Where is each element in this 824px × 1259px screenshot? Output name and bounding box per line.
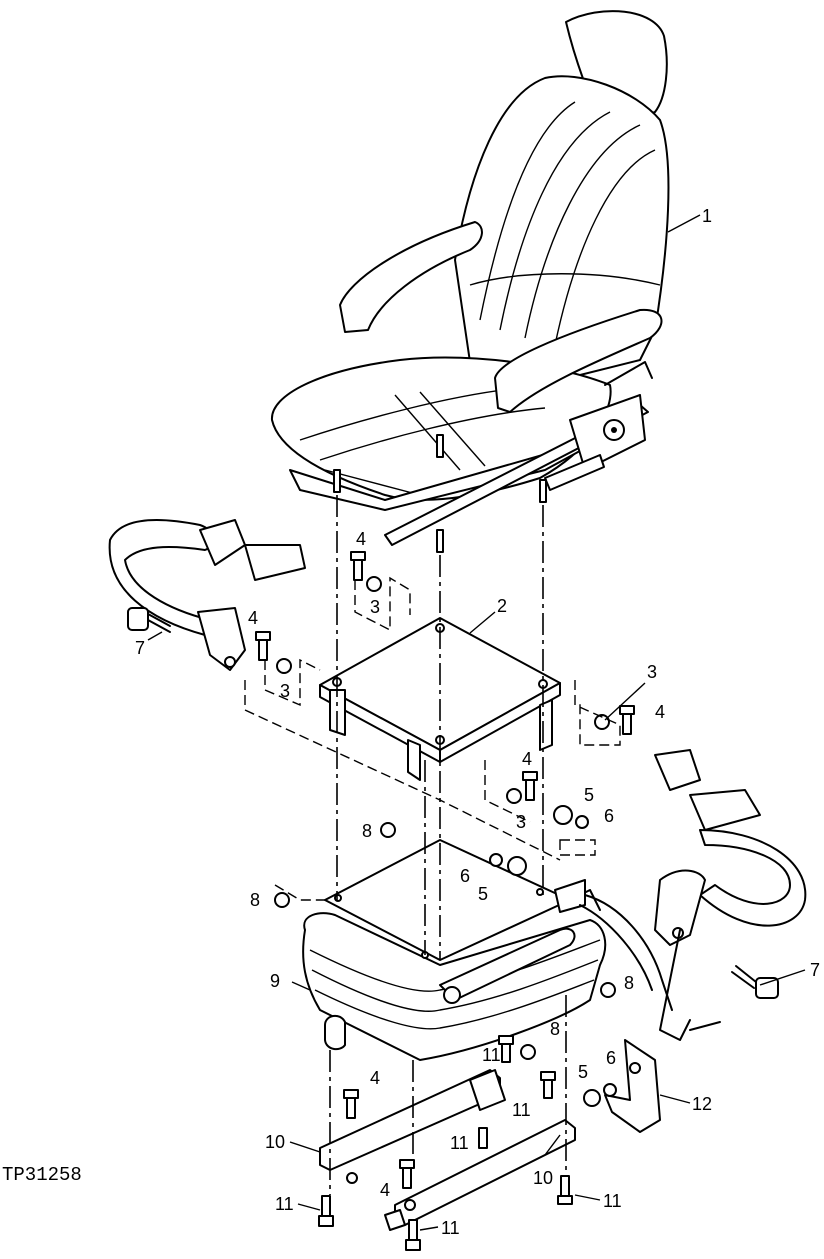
callout-4: 4 (356, 529, 366, 549)
callout-6: 6 (606, 1048, 616, 1068)
callout-3: 3 (280, 681, 290, 701)
belt-anchor-bracket (604, 1039, 661, 1133)
callout-5: 5 (478, 884, 488, 904)
callout-1: 1 (702, 206, 712, 226)
leader-lines (147, 214, 806, 1231)
callout-10: 10 (533, 1168, 553, 1188)
callout-3: 3 (370, 597, 380, 617)
callout-6: 6 (604, 806, 614, 826)
callout-8: 8 (624, 973, 634, 993)
callout-4: 4 (248, 608, 258, 628)
callout-11: 11 (275, 1194, 294, 1214)
callout-4: 4 (655, 702, 665, 722)
callout-5: 5 (584, 785, 594, 805)
callout-8: 8 (550, 1019, 560, 1039)
mounting-bracket-right (384, 1119, 576, 1231)
callout-10: 10 (265, 1132, 285, 1152)
callout-7: 7 (810, 960, 820, 980)
seat-belt-left (108, 519, 306, 671)
callout-11: 11 (450, 1133, 469, 1153)
callout-8: 8 (362, 821, 372, 841)
callout-11: 11 (512, 1100, 531, 1120)
callout-9: 9 (270, 971, 280, 991)
figure-id: TP31258 (2, 1164, 82, 1186)
callout-4: 4 (370, 1068, 380, 1088)
callout-8: 8 (250, 890, 260, 910)
callout-6: 6 (460, 866, 470, 886)
callout-11: 11 (482, 1045, 501, 1065)
suspension-assembly (302, 839, 673, 1061)
callout-3: 3 (647, 662, 657, 682)
callout-4: 4 (522, 749, 532, 769)
alignment-lines (244, 495, 621, 1195)
mounting-bracket-left (319, 1069, 506, 1184)
callout-4: 4 (380, 1180, 390, 1200)
callout-5: 5 (578, 1062, 588, 1082)
callout-11: 11 (603, 1191, 622, 1211)
seat-assembly (270, 10, 670, 553)
seat-belt-right (654, 749, 807, 1041)
callout-2: 2 (497, 596, 507, 616)
callout-7: 7 (135, 638, 145, 658)
callout-11: 11 (441, 1218, 460, 1238)
callout-12: 12 (692, 1094, 712, 1114)
hardware-fasteners (255, 551, 635, 1251)
callout-3: 3 (516, 812, 526, 832)
callouts: 1 2 3 3 3 3 4 4 4 4 4 4 5 5 5 6 6 6 7 7 … (135, 206, 820, 1238)
